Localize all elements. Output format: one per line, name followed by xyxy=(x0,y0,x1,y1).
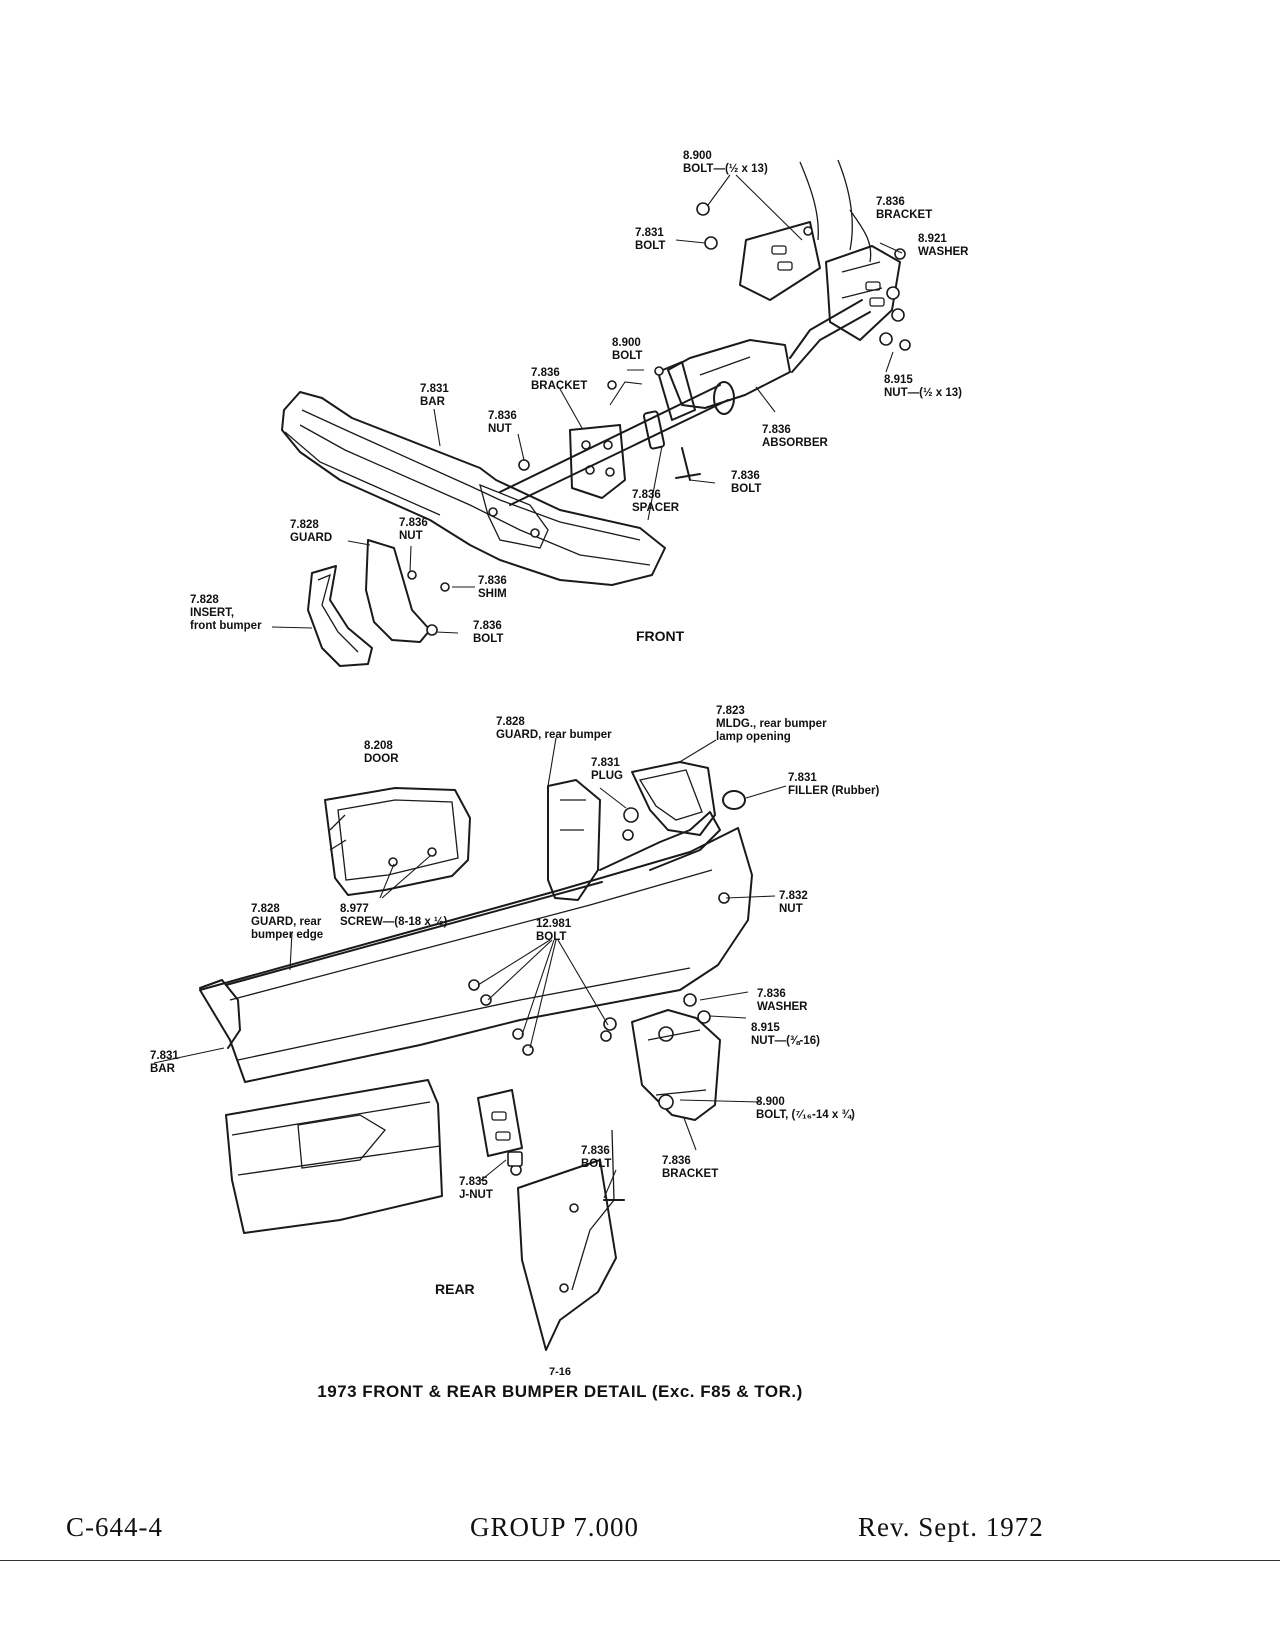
footer-revision: Rev. Sept. 1972 xyxy=(858,1512,1044,1542)
front-section-label: FRONT xyxy=(636,628,685,644)
front-bumper-assembly xyxy=(271,159,911,667)
figure-caption: 1973 FRONT & REAR BUMPER DETAIL (Exc. F8… xyxy=(317,1382,803,1401)
footer-doc-number: C-644-4 xyxy=(66,1512,163,1542)
figure-number: 7-16 xyxy=(548,1366,572,1378)
rear-section-label: REAR xyxy=(435,1281,475,1297)
rear-bumper-assembly xyxy=(153,737,787,1351)
footer-group: GROUP 7.000 xyxy=(470,1512,640,1542)
footer-rule xyxy=(0,1560,1280,1561)
